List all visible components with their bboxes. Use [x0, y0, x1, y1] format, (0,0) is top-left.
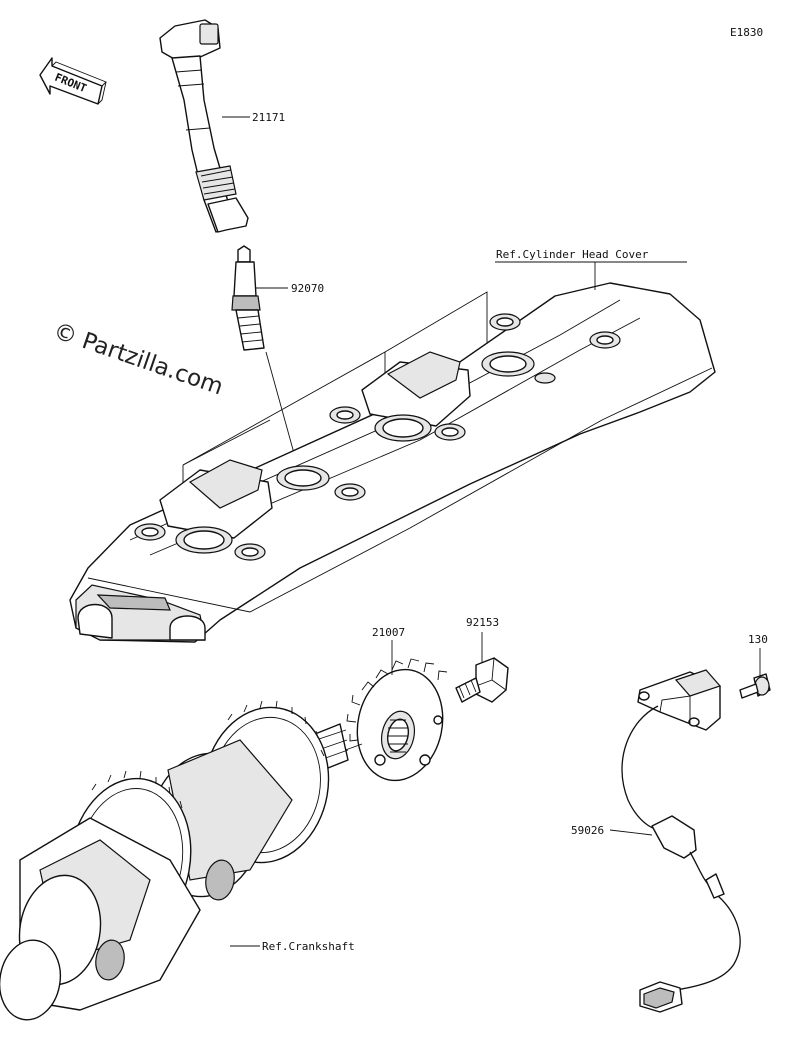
leader-59026 — [609, 829, 653, 836]
crank-position-sensor — [621, 669, 741, 1013]
label-59026: 59026 — [571, 824, 604, 837]
rotor-bolt — [455, 657, 509, 703]
front-arrow-icon: FRONT — [39, 57, 107, 105]
label-cylinder-head-cover: Ref.Cylinder Head Cover — [496, 248, 649, 261]
diagram-code: E1830 — [730, 26, 763, 39]
label-21171: 21171 — [252, 111, 285, 124]
rotor-gear — [346, 658, 448, 782]
cylinder-head-cover — [69, 282, 716, 643]
sensor-bolt — [739, 673, 771, 699]
label-92070: 92070 — [291, 282, 324, 295]
spark-plug — [231, 245, 265, 351]
label-130: 130 — [748, 633, 768, 646]
label-21007: 21007 — [372, 626, 405, 639]
crankshaft — [0, 700, 363, 1021]
label-crankshaft: Ref.Crankshaft — [262, 940, 355, 953]
ignition-coil — [159, 19, 249, 233]
watermark: © Partzilla.com — [50, 318, 226, 400]
label-92153: 92153 — [466, 616, 499, 629]
